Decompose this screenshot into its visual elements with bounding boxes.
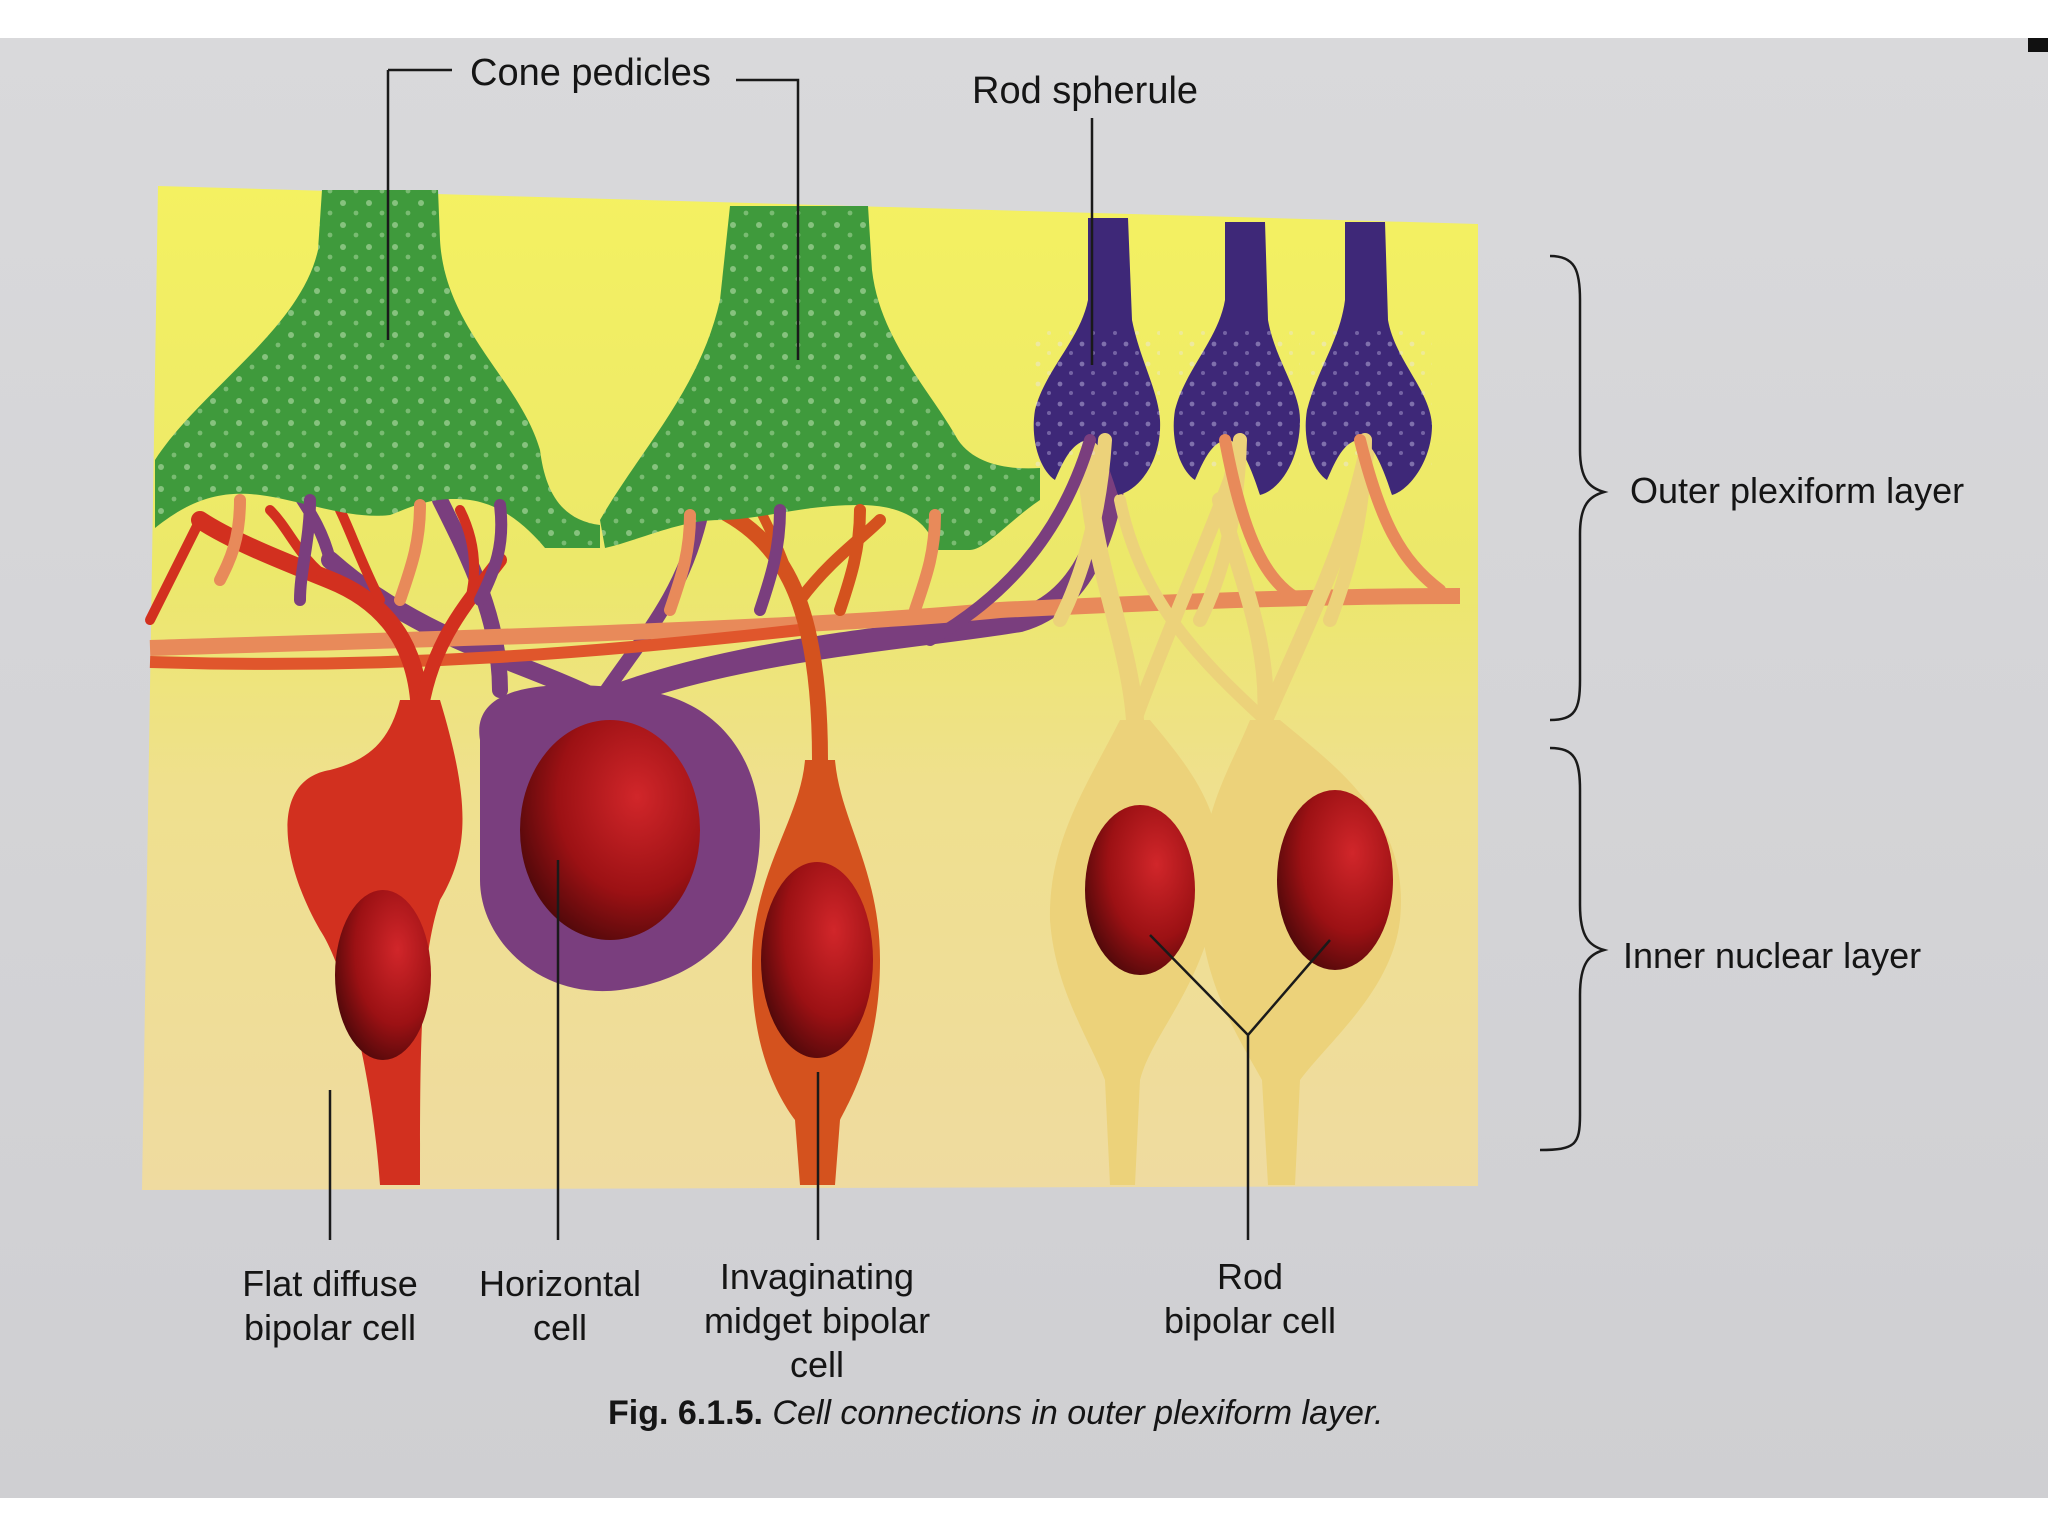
label-rod-spherule: Rod spherule: [972, 70, 1199, 112]
label-invaginating-midget-bipolar-cell: Invaginating midget bipolar cell: [703, 1256, 931, 1385]
horizontal-cell-nucleus: [520, 720, 700, 940]
rod-bipolar-nucleus-2: [1277, 790, 1393, 970]
cone-pedicles-bracket: [386, 68, 800, 360]
cone-pedicle-1-dots: [155, 190, 600, 548]
caption-number: Fig. 6.1.5.: [608, 1394, 763, 1432]
label-rod-bipolar-cell: Rod bipolar cell: [1163, 1256, 1337, 1341]
caption-text: Cell connections in outer plexiform laye…: [772, 1394, 1384, 1432]
inner-nuclear-brace: [1539, 746, 1609, 1152]
label-flat-diffuse-bipolar-cell: Flat diffuse bipolar cell: [242, 1263, 418, 1348]
label-cone-pedicles: Cone pedicles: [470, 52, 711, 94]
rod-spherules-dots: [1035, 330, 1432, 470]
rod-bipolar-nucleus-1: [1085, 805, 1195, 975]
cone-pedicle-2-dots: [600, 206, 1040, 550]
outer-plexiform-brace: [1549, 254, 1609, 722]
rod-bipolar-leader: [1149, 934, 1331, 1240]
figure-caption: Fig. 6.1.5. Cell connections in outer pl…: [608, 1394, 1383, 1433]
label-inner-nuclear-layer: Inner nuclear layer: [1623, 935, 1922, 976]
label-outer-plexiform-layer: Outer plexiform layer: [1630, 470, 1965, 511]
midget-bipolar-nucleus: [761, 862, 873, 1058]
orange-horizontal-process: [149, 624, 801, 670]
flat-diffuse-bipolar-nucleus: [335, 890, 431, 1060]
label-horizontal-cell: Horizontal cell: [478, 1263, 642, 1348]
leader-lines: [328, 68, 1609, 1240]
page-corner-mark: [2028, 38, 2048, 52]
synaptic-terminals: [214, 433, 1446, 646]
